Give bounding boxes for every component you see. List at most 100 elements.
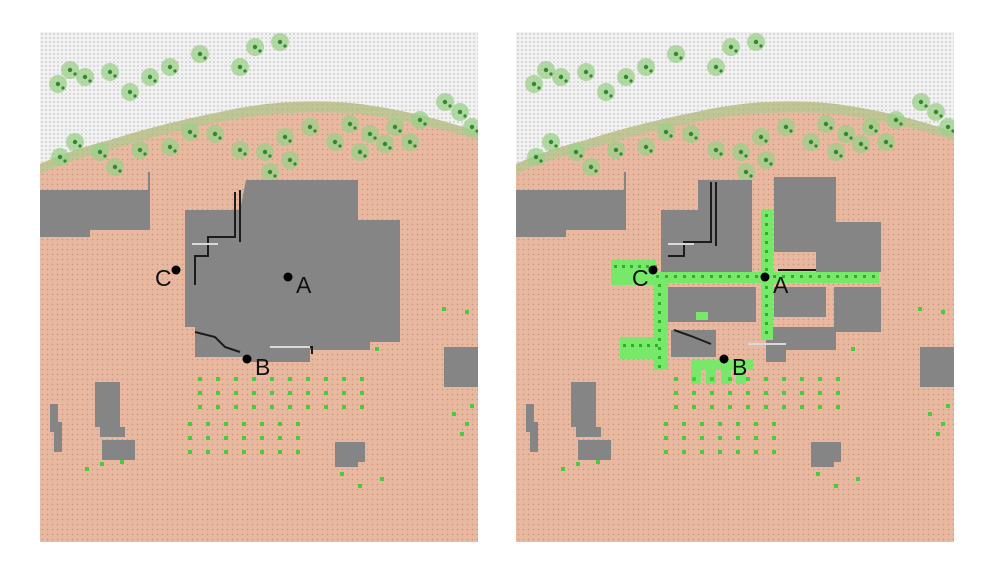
path-texture-dot: [872, 275, 875, 278]
path-texture-dot: [658, 347, 661, 350]
grass-tuft: [941, 422, 945, 426]
tree-trunk: [72, 139, 78, 145]
grass-tuft: [465, 310, 469, 314]
grass-tuft: [710, 405, 714, 409]
tree-shrub: [313, 129, 317, 133]
path-texture-dot: [728, 275, 731, 278]
tree-trunk: [713, 147, 719, 153]
tree-shrub: [764, 139, 768, 143]
tree-shrub: [649, 149, 653, 153]
point-a: A: [760, 272, 789, 298]
grass-tuft: [188, 422, 192, 426]
tree-shrub: [789, 129, 793, 133]
building-west: [40, 172, 150, 237]
tree-trunk: [688, 131, 694, 137]
tree-trunk: [55, 81, 61, 87]
path-texture-dot: [765, 232, 768, 235]
point-marker-b: [242, 354, 252, 364]
tree-trunk: [442, 99, 448, 105]
tree-trunk: [252, 44, 258, 50]
path-texture-dot: [622, 265, 625, 268]
tree-trunk: [588, 164, 594, 170]
tree-trunk: [933, 109, 939, 115]
grass-tuft: [270, 405, 274, 409]
grass-tuft: [754, 436, 758, 440]
tree-shrub: [939, 114, 943, 118]
grass-tuft: [188, 450, 192, 454]
tree-trunk: [858, 141, 864, 147]
grass-tuft: [288, 405, 292, 409]
grass-tuft: [682, 422, 686, 426]
grass-tuft: [260, 436, 264, 440]
grass-tuft: [340, 472, 344, 476]
tree-trunk: [237, 147, 243, 153]
building-east: [920, 347, 954, 387]
grass-tuft: [252, 391, 256, 395]
path-texture-dot: [737, 275, 740, 278]
grass-tuft: [206, 422, 210, 426]
path-texture-dot: [782, 275, 785, 278]
tree-trunk: [643, 64, 649, 70]
grass-tuft: [242, 450, 246, 454]
grass-tuft: [772, 450, 776, 454]
tree-shrub: [388, 146, 392, 150]
tree-shrub: [564, 79, 568, 83]
tree-trunk: [367, 131, 373, 137]
tree-shrub: [118, 169, 122, 173]
grass-tuft: [674, 405, 678, 409]
grass-tuft: [754, 450, 758, 454]
grass-tuft: [288, 391, 292, 395]
path-texture-dot: [631, 344, 634, 347]
grass-tuft: [198, 391, 202, 395]
tree-shrub: [63, 159, 67, 163]
tree-shrub: [463, 114, 467, 118]
tree-trunk: [763, 157, 769, 163]
grass-tuft: [836, 391, 840, 395]
tree-trunk: [187, 129, 193, 135]
grass-tuft: [296, 436, 300, 440]
tree-shrub: [874, 129, 878, 133]
path-texture-dot: [755, 275, 758, 278]
building-west: [516, 172, 626, 237]
tree-shrub: [153, 79, 157, 83]
building-south: [335, 442, 365, 467]
path-texture-dot: [809, 275, 812, 278]
path-texture-dot: [765, 214, 768, 217]
grass-tuft: [836, 377, 840, 381]
grass-tuft: [85, 467, 89, 471]
tree-trunk: [823, 121, 829, 127]
tree-shrub: [363, 154, 367, 158]
building-sw-small: [50, 404, 62, 452]
tree-shrub: [829, 126, 833, 130]
grass-tuft: [746, 405, 750, 409]
tree-trunk: [67, 67, 73, 73]
tree-shrub: [649, 69, 653, 73]
path-patch-c: [611, 260, 656, 285]
tree-line: [525, 33, 954, 181]
grass-tuft: [296, 450, 300, 454]
grass-tuft: [782, 405, 786, 409]
tree-trunk: [262, 149, 268, 155]
tree-shrub: [814, 144, 818, 148]
grass-tuft: [224, 422, 228, 426]
tree-shrub: [143, 152, 147, 156]
wall-stair-c: [668, 182, 712, 257]
tree-trunk: [758, 134, 764, 140]
wall-lines: [194, 190, 313, 354]
path-texture-dot: [623, 344, 626, 347]
grass-tuft: [682, 450, 686, 454]
tree-trunk: [407, 139, 413, 145]
tree-trunk: [548, 139, 554, 145]
path-south: [691, 360, 753, 370]
building-south: [811, 442, 841, 467]
tree-trunk: [533, 154, 539, 160]
grass-tuft: [324, 405, 328, 409]
tree-trunk: [417, 117, 423, 123]
tree-trunk: [97, 149, 103, 155]
path-texture-dot: [765, 250, 768, 253]
grass-tuft: [260, 422, 264, 426]
grass-tuft: [692, 405, 696, 409]
wall-stair-b: [194, 331, 241, 353]
path-texture-dot: [765, 322, 768, 325]
grass-tuft: [224, 450, 228, 454]
